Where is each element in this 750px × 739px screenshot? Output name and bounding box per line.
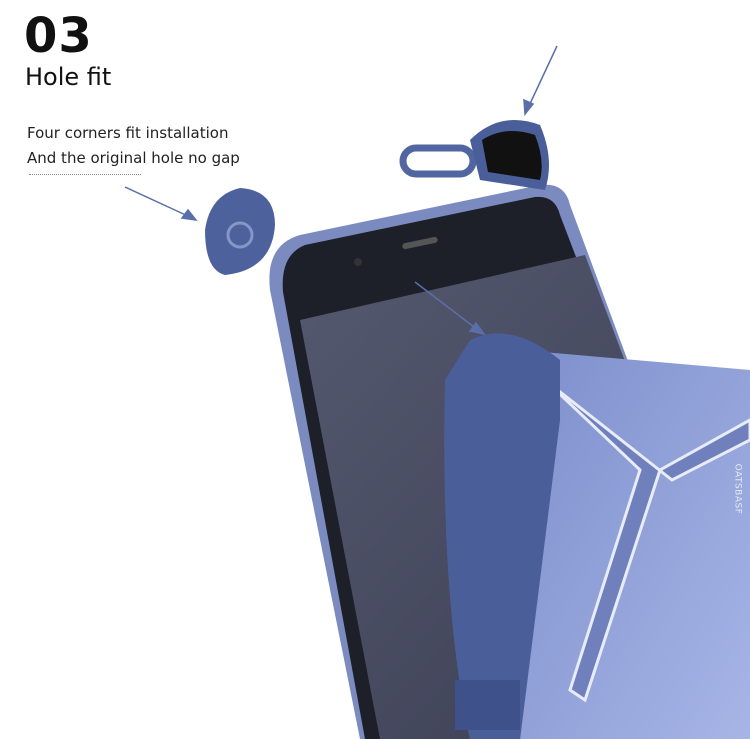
- corner-piece-top-right: [399, 120, 549, 190]
- description-line: And the original hole no gap: [27, 149, 240, 167]
- case-frame: [444, 333, 750, 739]
- step-number: 03: [24, 8, 93, 64]
- frame-logo-text: OATSBASF: [732, 463, 743, 515]
- speaker-grille: [402, 236, 438, 250]
- arrow-icons: [124, 45, 558, 336]
- dotted-divider: [29, 174, 141, 175]
- description-line: Four corners fit installation: [27, 124, 229, 142]
- front-camera: [354, 258, 362, 266]
- feature-title: Hole fit: [25, 63, 112, 91]
- corner-piece-left: [205, 188, 275, 275]
